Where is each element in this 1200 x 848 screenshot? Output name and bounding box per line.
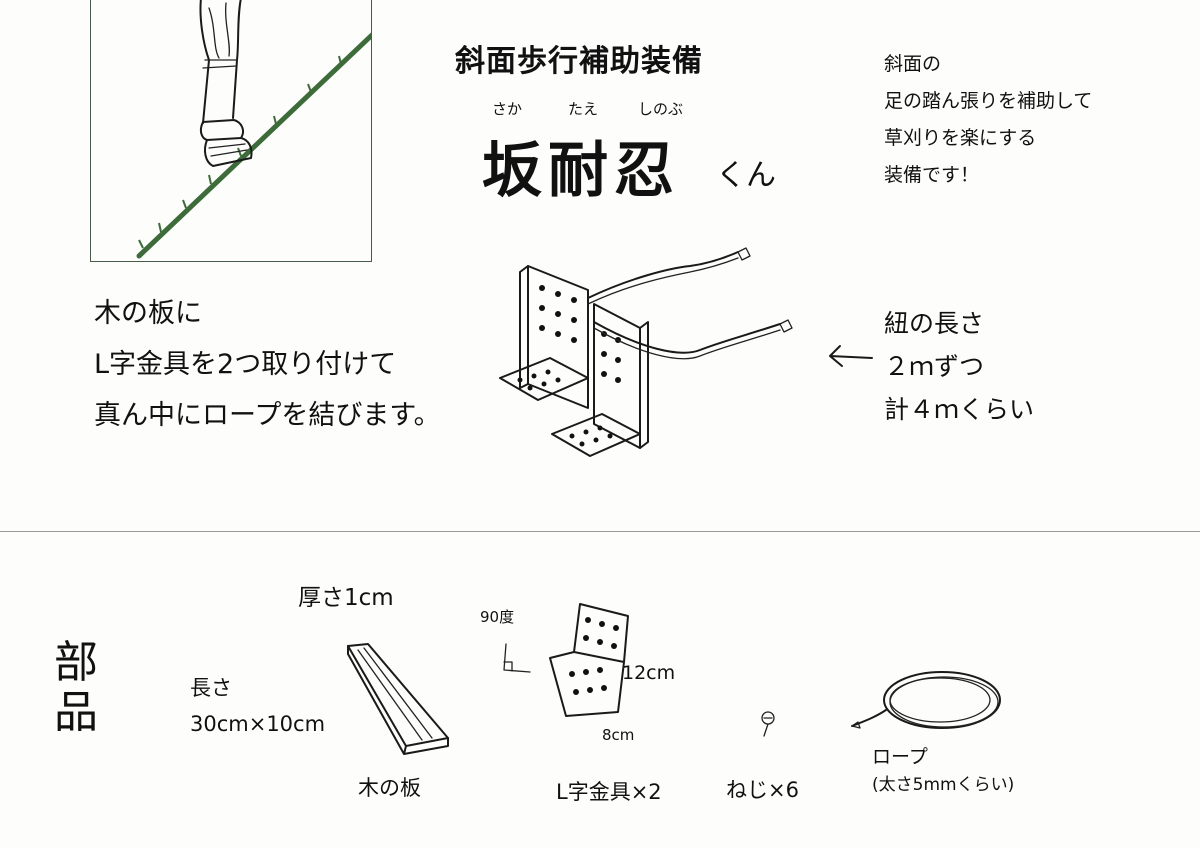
device-illustration — [499, 247, 793, 457]
angle-mark-icon — [503, 643, 531, 673]
intro-line: 草刈りを楽にする — [884, 127, 1037, 149]
title-ruby-tae: たえ — [568, 100, 599, 118]
board-size: 30cm×10cm — [190, 712, 326, 736]
board-length-label: 長さ — [190, 676, 232, 700]
bracket-caption: L字金具×2 — [556, 780, 662, 804]
intro-line: 装備です！ — [884, 164, 980, 186]
slope-walking-illustration — [136, 0, 371, 259]
rope-note-line: 計４ｍくらい — [884, 395, 1035, 424]
intro-line: 斜面の — [884, 53, 942, 75]
parts-heading-char: 品 — [54, 687, 98, 738]
parts-heading: 部 品 — [54, 638, 98, 738]
instructions-text: 木の板に L字金具を2つ取り付けて 真ん中にロープを結びます。 — [94, 288, 441, 441]
screw-caption: ねじ×6 — [726, 778, 799, 802]
title-suffix: くん — [716, 158, 776, 193]
page-title: 坂耐忍 — [482, 136, 680, 206]
title-ruby-saka: さか — [492, 100, 523, 118]
section-divider — [0, 531, 1200, 532]
rope-length-note: 紐の長さ ２ｍずつ 計４ｍくらい — [884, 302, 1034, 431]
rope-note-line: ２ｍずつ — [884, 352, 985, 381]
board-thickness: 厚さ1cm — [298, 585, 394, 611]
rope-thickness-note: (太さ5mmくらい) — [872, 775, 1015, 795]
illustration-frame — [90, 0, 372, 262]
instruction-line: L字金具を2つ取り付けて — [94, 349, 397, 380]
instruction-line: 木の板に — [94, 298, 202, 329]
title-ruby-shinobu: しのぶ — [638, 100, 684, 118]
parts-heading-char: 部 — [54, 637, 98, 688]
instruction-line: 真ん中にロープを結びます。 — [94, 400, 441, 431]
bracket-width: 8cm — [602, 726, 635, 744]
rope-note-line: 紐の長さ — [884, 309, 985, 338]
intro-text: 斜面の 足の踏ん張りを補助して 草刈りを楽にする 装備です！ — [884, 46, 1092, 194]
bracket-angle: 90度 — [480, 608, 515, 626]
screw-icon — [761, 711, 775, 737]
bracket-height: 12cm — [622, 662, 676, 684]
board-caption: 木の板 — [358, 776, 421, 800]
rope-caption: ロープ — [872, 746, 928, 768]
arrow-icon — [829, 345, 873, 367]
page-subtitle: 斜面歩行補助装備 — [455, 44, 703, 79]
rope-coil-drawing — [851, 671, 1001, 729]
intro-line: 足の踏ん張りを補助して — [884, 90, 1093, 112]
l-bracket-drawing — [549, 603, 629, 717]
wooden-board-drawing — [347, 643, 449, 755]
